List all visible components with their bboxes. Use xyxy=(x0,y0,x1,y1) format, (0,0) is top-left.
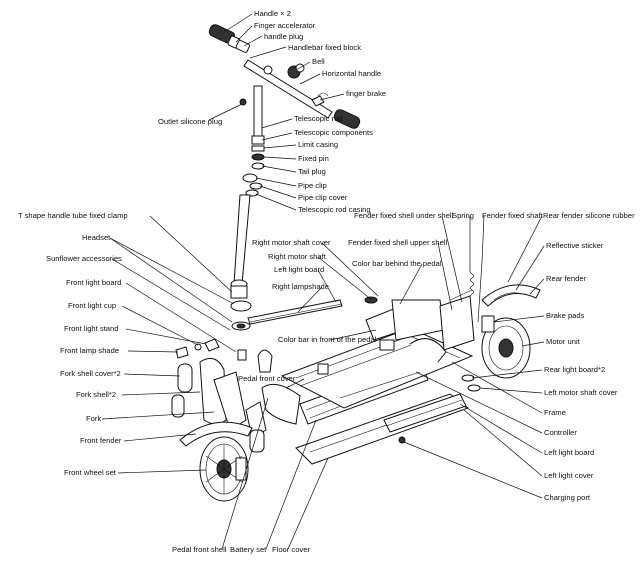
label-left-light-cover: Left light cover xyxy=(544,471,594,480)
motor-unit xyxy=(481,315,531,379)
label-headset: Headset xyxy=(82,233,111,242)
label-front-light-stand: Front light stand xyxy=(64,324,118,333)
label-color-bar-front: Color bar in front of the pedal xyxy=(278,335,377,344)
label-finger-brake: finger brake xyxy=(346,89,386,98)
rear-fender-shape xyxy=(481,284,541,307)
label-handlebar-fixed-block: Handlebar fixed block xyxy=(288,43,361,52)
label-front-lamp-shade: Front lamp shade xyxy=(60,346,119,355)
front-fender-shape xyxy=(179,421,253,447)
label-rear-fender: Rear fender xyxy=(546,274,587,283)
label-left-light-board: Left light board xyxy=(274,265,324,274)
label-left-light-board-right: Left light board xyxy=(544,448,594,457)
label-tail-plug: Tail plug xyxy=(298,167,326,176)
label-front-wheel-set: Front wheel set xyxy=(64,468,117,477)
label-pipe-clip: Pipe clip xyxy=(298,181,327,190)
label-color-bar-behind: Color bar behind the pedal xyxy=(352,259,442,268)
label-frame: Frame xyxy=(544,408,566,417)
label-pedal-front-cover: Pedal front cover xyxy=(238,374,296,383)
headset-stack xyxy=(175,300,252,361)
label-brake-pads: Brake pads xyxy=(546,311,585,320)
fork-shell-covers xyxy=(171,357,267,453)
label-fender-fixed-shell-under: Fender fixed shell under shell xyxy=(354,211,454,220)
label-sunflower-accessories: Sunflower accessories xyxy=(46,254,122,263)
label-front-light-board: Front light board xyxy=(66,278,121,287)
left-handle-grip xyxy=(208,24,250,53)
scooter-parts xyxy=(171,24,541,502)
label-front-light-cup: Front light cup xyxy=(68,301,116,310)
label-limit-casing: Limit casing xyxy=(298,140,338,149)
label-controller: Controller xyxy=(544,428,577,437)
label-fender-fixed-shell-upper: Fender fixed shell upper shell xyxy=(348,238,448,247)
label-right-motor-shaft: Right motor shaft xyxy=(268,252,327,261)
label-spring: Spring xyxy=(452,211,474,220)
label-telescopic-rod-casing: Telescopic rod casing xyxy=(298,205,371,214)
label-motor-unit: Motor unit xyxy=(546,337,581,346)
label-horizontal-handle: Horizontal handle xyxy=(322,69,381,78)
leader-lines xyxy=(101,13,545,550)
label-floor-cover: Floor cover xyxy=(272,545,310,554)
label-fork: Fork xyxy=(86,414,101,423)
label-right-lampshade: Right lampshade xyxy=(272,282,329,291)
label-fork-shell-cover: Fork shell cover*2 xyxy=(60,369,121,378)
label-handle-plug: handle plug xyxy=(264,32,303,41)
label-fender-fixed-shaft: Fender fixed shaft xyxy=(482,211,544,220)
label-front-fender: Front fender xyxy=(80,436,122,445)
label-pedal-front-shell: Pedal front shell xyxy=(172,545,227,554)
label-right-motor-shaft-cover: Right motor shaft cover xyxy=(252,238,331,247)
right-handle-grip xyxy=(333,109,361,129)
label-fork-shell: Fork shell*2 xyxy=(76,390,116,399)
label-rear-light-board: Rear light board*2 xyxy=(544,365,605,374)
label-telescopic-rod: Telescopic rod xyxy=(294,114,343,123)
left-light-cover xyxy=(383,393,467,433)
label-t-shape-clamp: T shape handle tube fixed clamp xyxy=(18,211,128,220)
label-finger-accelerator: Finger accelerator xyxy=(254,21,316,30)
pedal-front-shell-shape xyxy=(261,383,301,425)
label-telescopic-components: Telescopic components xyxy=(294,128,373,137)
label-reflective-sticker: Reflective sticker xyxy=(546,241,604,250)
frame xyxy=(280,327,474,409)
right-lampshade-shape xyxy=(247,299,343,325)
spring-shape xyxy=(469,271,475,297)
front-wheel xyxy=(199,436,249,502)
label-bell: Bell xyxy=(312,57,325,66)
horizontal-handlebar xyxy=(243,59,333,119)
label-pipe-clip-cover: Pipe clip cover xyxy=(298,193,348,202)
outlet-plug-shape xyxy=(239,98,247,106)
part-labels: Handle × 2 Finger accelerator handle plu… xyxy=(18,9,635,554)
fender-fixed-shells xyxy=(391,289,475,351)
label-handle: Handle × 2 xyxy=(254,9,291,18)
label-fixed-pin: Fixed pin xyxy=(298,154,329,163)
label-outlet-silicone-plug: Outlet silicone plug xyxy=(158,117,222,126)
label-charging-port: Charging port xyxy=(544,493,591,502)
telescopic-stem xyxy=(230,85,265,299)
label-left-motor-shaft-cover: Left motor shaft cover xyxy=(544,388,618,397)
label-rear-fender-silicone-rubber: Rear fender silicone rubber xyxy=(543,211,635,220)
label-battery-set: Battery set xyxy=(230,545,267,554)
